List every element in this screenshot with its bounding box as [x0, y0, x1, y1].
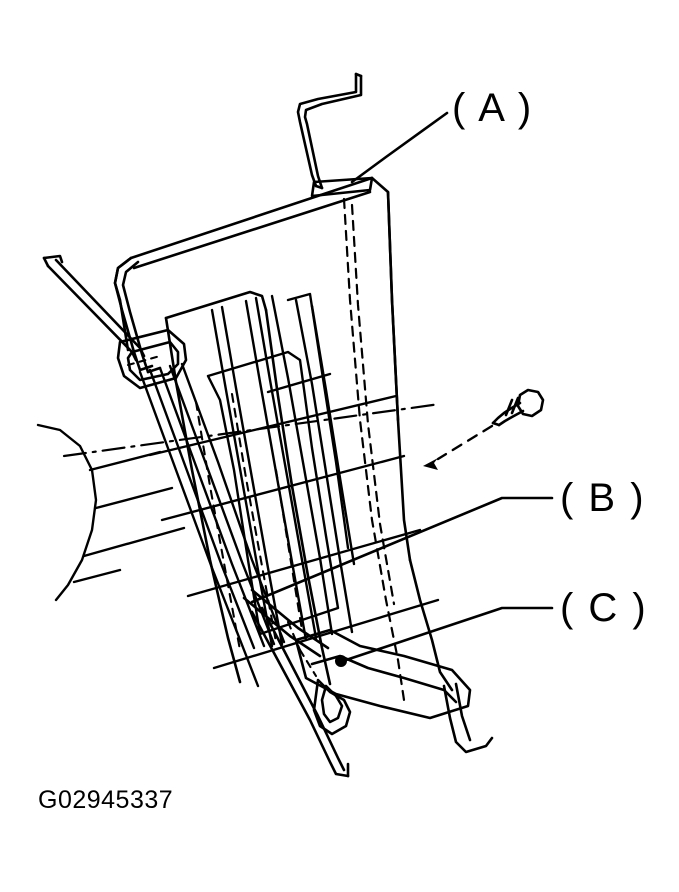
lower-mounting-bracket: [294, 628, 494, 754]
callout-label-a: ( A ): [452, 86, 534, 130]
leader-line-b: [250, 496, 554, 604]
core-plates: [206, 292, 350, 636]
upper-hook-rod: [296, 72, 363, 190]
bottom-long-rod: [250, 606, 350, 778]
assembly-centerline: [62, 402, 442, 458]
cross-rails: [148, 394, 440, 670]
core-frame: [164, 290, 332, 686]
upper-left-bent-rod: [113, 256, 150, 374]
core-tube-set: [138, 362, 286, 688]
shroud-top-rim: [129, 176, 374, 270]
callout-label-c: ( C ): [560, 586, 648, 630]
bracket-hidden-lines: [286, 620, 318, 678]
screw-icon: [491, 388, 545, 427]
leader-line-a: [350, 111, 449, 184]
screw-install-path: [436, 424, 494, 461]
screw-install-arrowhead: [423, 458, 438, 470]
leader-c-endpoint-dot: [335, 655, 347, 667]
figure-id-caption: G02945337: [38, 786, 174, 814]
leader-line-c: [341, 606, 554, 663]
tube-to-bracket-connector: [242, 588, 330, 658]
shroud-hidden-edge: [342, 197, 406, 702]
left-clip-hidden-line: [127, 355, 161, 366]
callout-label-b: ( B ): [560, 476, 646, 520]
adjacent-part-phantom-outline: [36, 423, 186, 602]
